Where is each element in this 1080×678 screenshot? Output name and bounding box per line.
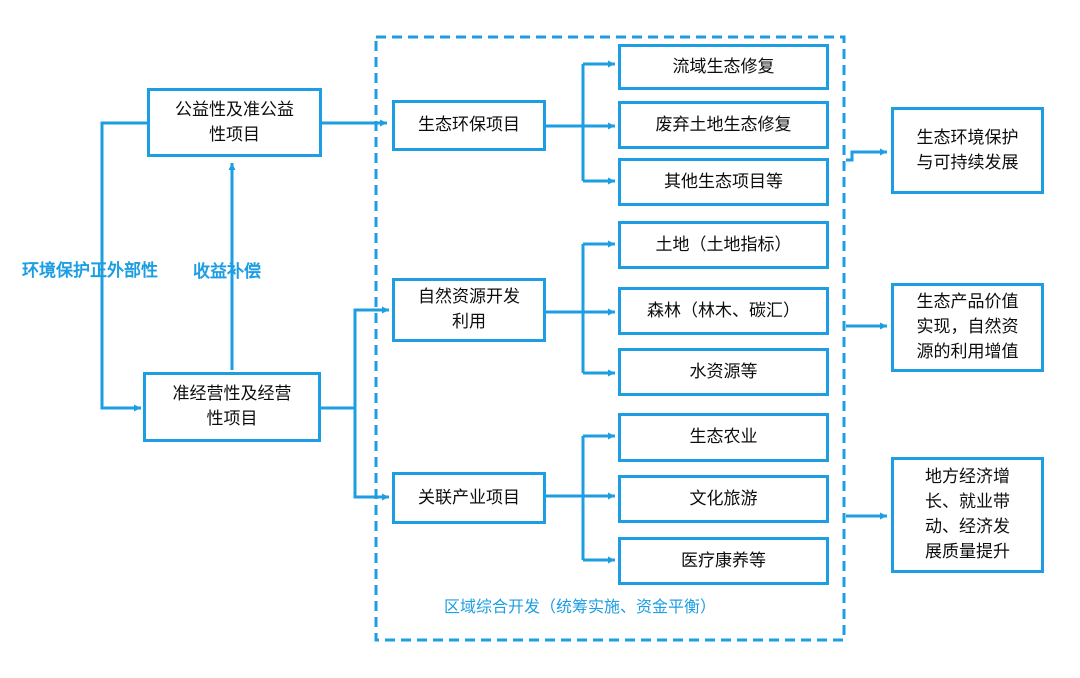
business-to-resource-arrow: [353, 306, 389, 408]
regional-development-boundary: [374, 35, 846, 642]
related-industry-project-node: 关联产业项目: [392, 472, 546, 524]
compensation-label: 收益补偿: [193, 262, 261, 282]
natural-resource-development-node: 自然资源开发 利用: [392, 278, 546, 342]
product-value-outcome-node: 生态产品价值 实现，自然资 源的利用增值: [891, 283, 1044, 372]
public-welfare-projects-node: 公益性及准公益 性项目: [147, 88, 322, 157]
environment-outcome-node: 生态环境保护 与可持续发展: [891, 107, 1044, 194]
watershed-restoration-node: 流域生态修复: [618, 44, 829, 90]
externality-label: 环境保护正外部性: [22, 261, 158, 281]
land-resource-node: 土地（土地指标）: [618, 221, 829, 269]
regional-development-label: 区域综合开发（统筹实施、资金平衡）: [444, 597, 717, 616]
quasi-business-projects-node: 准经营性及经营 性项目: [143, 372, 321, 442]
other-eco-projects-node: 其他生态项目等: [618, 158, 829, 206]
economic-growth-outcome-node: 地方经济增 长、就业带 动、经济发 展质量提升: [891, 457, 1044, 573]
to-environment-outcome-arrow: [846, 148, 887, 162]
culture-tourism-node: 文化旅游: [618, 475, 829, 523]
eco-environmental-project-node: 生态环保项目: [392, 100, 546, 151]
water-resource-node: 水资源等: [618, 348, 829, 396]
business-to-industry-arrow: [353, 408, 389, 501]
health-care-node: 医疗康养等: [618, 537, 829, 585]
eco-agriculture-node: 生态农业: [618, 413, 829, 462]
forest-resource-node: 森林（林木、碳汇）: [618, 287, 829, 335]
wasteland-restoration-node: 废弃土地生态修复: [618, 101, 829, 149]
externality-connector: [100, 121, 148, 412]
